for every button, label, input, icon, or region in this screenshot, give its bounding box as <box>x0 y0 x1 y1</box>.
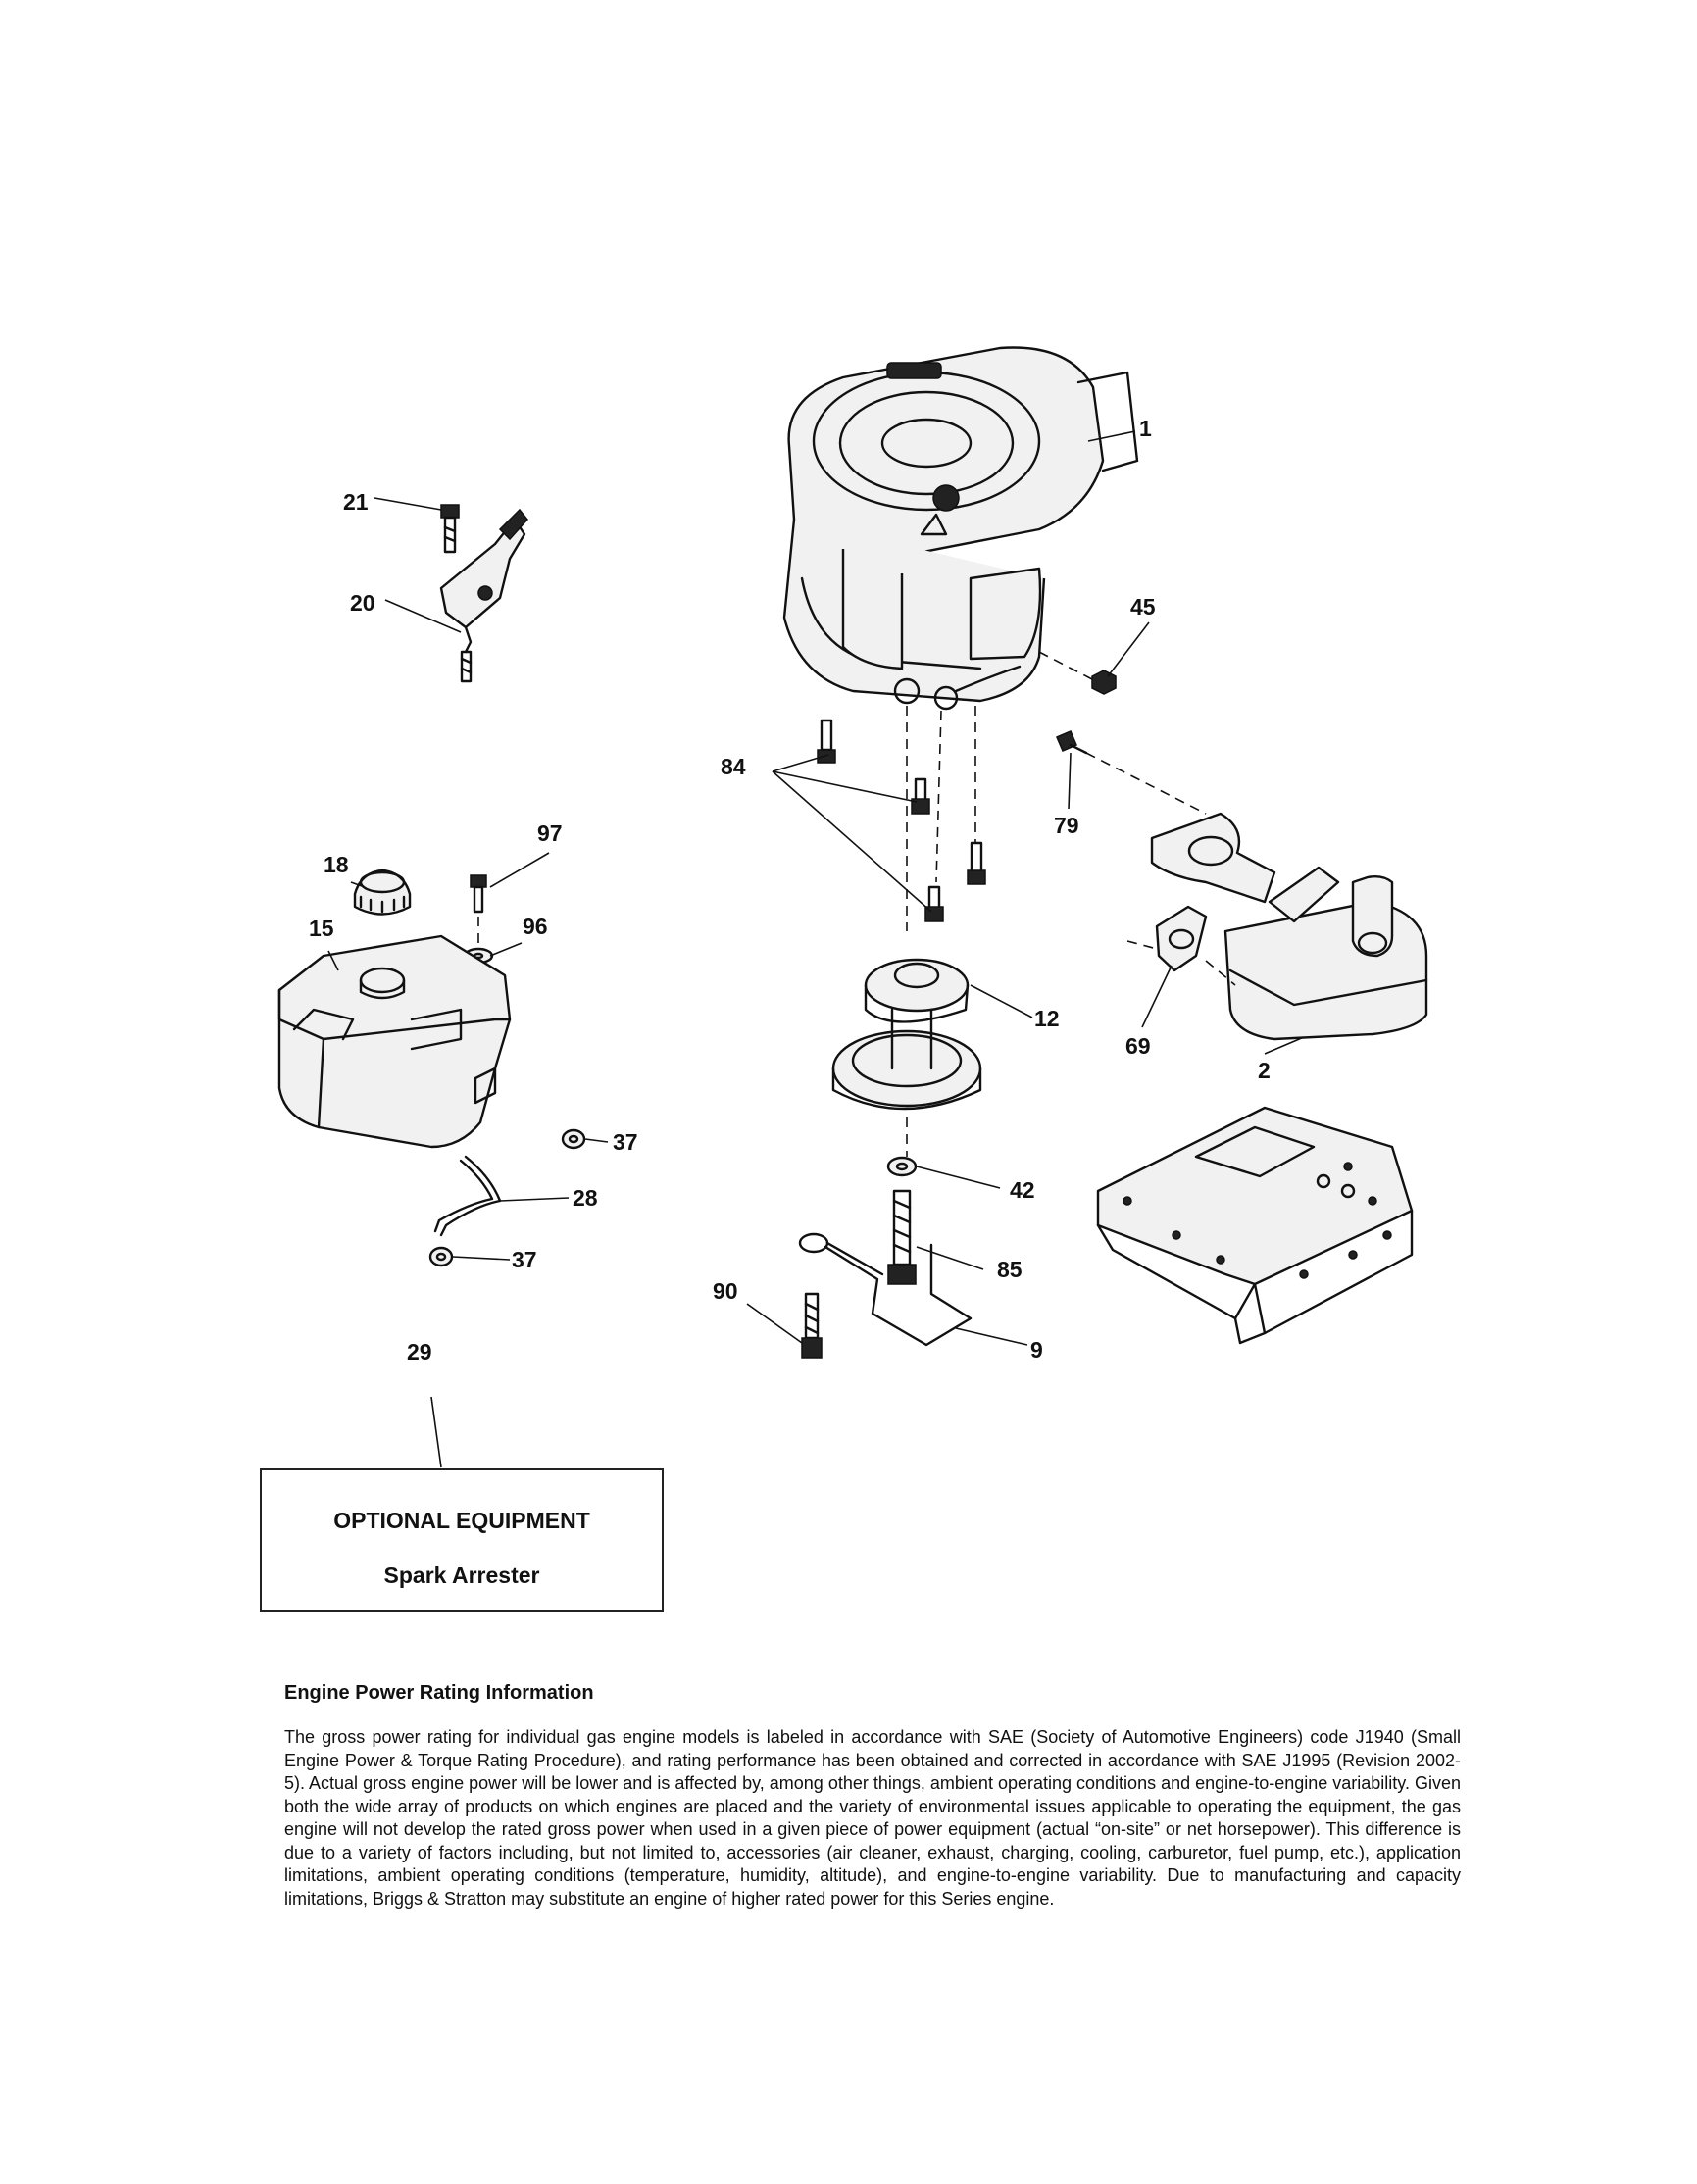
callout-97: 97 <box>537 820 563 846</box>
callout-1: 1 <box>1139 416 1152 441</box>
engine-power-rating-section: Engine Power Rating Information The gros… <box>284 1682 1461 1911</box>
optional-equipment-title: OPTIONAL EQUIPMENT <box>333 1508 590 1533</box>
section-body: The gross power rating for individual ga… <box>284 1727 1461 1909</box>
callout-69: 69 <box>1125 1033 1151 1059</box>
callout-2: 2 <box>1258 1058 1271 1083</box>
bolts-part-84 <box>817 706 986 931</box>
clamp-part-37-lower <box>428 1246 454 1267</box>
callout-29: 29 <box>407 1339 432 1365</box>
nut-part-45 <box>1038 651 1117 695</box>
bolt-part-85 <box>887 1189 917 1285</box>
gasket-part-69 <box>1126 905 1236 986</box>
callout-labels: 1 45 84 79 12 69 2 42 85 90 9 21 20 97 1… <box>309 416 1271 1365</box>
engine-mount-plate <box>1096 1106 1414 1345</box>
callout-84: 84 <box>721 754 746 779</box>
callout-90: 90 <box>713 1278 738 1304</box>
clamp-part-37-upper <box>561 1128 586 1150</box>
callout-12: 12 <box>1034 1006 1060 1031</box>
pulley-part-12 <box>831 958 982 1157</box>
callout-28: 28 <box>573 1185 598 1211</box>
muffler-part-2 <box>1150 812 1428 1041</box>
bolt-part-79 <box>1056 730 1207 815</box>
screw-part-21 <box>440 504 460 554</box>
fuel-cap-part-18 <box>353 869 412 916</box>
callout-45: 45 <box>1130 594 1156 620</box>
callout-79: 79 <box>1054 813 1079 838</box>
callout-9: 9 <box>1030 1337 1043 1363</box>
fuel-line-part-28 <box>433 1155 502 1237</box>
callout-37-upper: 37 <box>613 1129 638 1155</box>
callout-18: 18 <box>324 852 349 877</box>
fuel-tank-part-15 <box>277 934 512 1149</box>
engine-part-1 <box>782 346 1139 711</box>
section-heading: Engine Power Rating Information <box>284 1682 594 1704</box>
callout-37-lower: 37 <box>512 1247 537 1272</box>
callout-21: 21 <box>343 489 369 515</box>
washer-part-42 <box>886 1156 918 1177</box>
callout-20: 20 <box>350 590 375 616</box>
callout-85: 85 <box>997 1257 1023 1282</box>
callout-96: 96 <box>523 914 548 939</box>
callout-42: 42 <box>1010 1177 1035 1203</box>
rod-part-9 <box>798 1232 973 1347</box>
callout-15: 15 <box>309 916 334 941</box>
leader-lines <box>327 430 1305 1468</box>
parts-diagram: 1 45 84 79 12 69 2 42 85 90 9 21 20 97 1… <box>277 346 1428 1468</box>
optional-equipment-box: OPTIONAL EQUIPMENT Spark Arrester <box>260 1468 664 1612</box>
bracket-part-20 <box>439 508 528 683</box>
optional-equipment-item: Spark Arrester <box>383 1563 540 1588</box>
bolt-part-90 <box>801 1292 823 1359</box>
screw-part-97 <box>470 874 487 946</box>
